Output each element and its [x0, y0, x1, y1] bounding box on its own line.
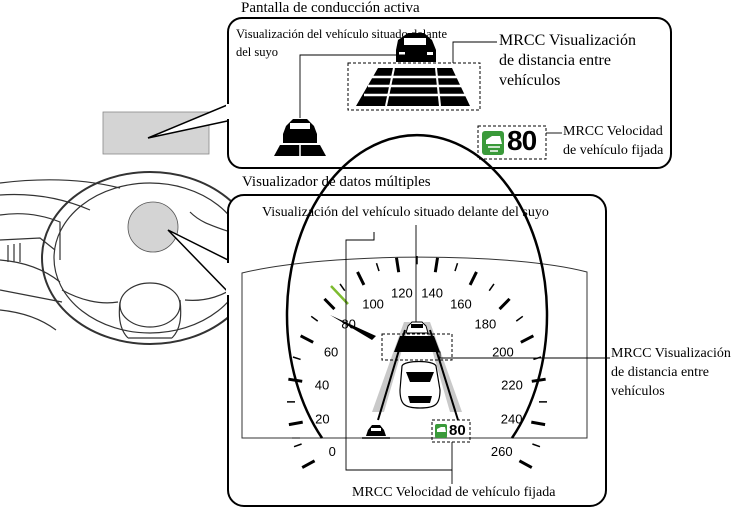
speed-needle	[330, 315, 376, 340]
gauge-tick-label: 140	[421, 286, 443, 301]
multi-info-display-panel	[167, 194, 607, 507]
gauge-major-tick	[288, 420, 303, 427]
top-distance-label-line1: MRCC Visualización	[499, 32, 636, 49]
gauge-minor-tick	[488, 283, 495, 292]
gauge-tick-label: 20	[315, 412, 329, 427]
gauge-major-tick	[498, 297, 511, 311]
gauge-tick-label: 260	[491, 444, 513, 459]
bottom-small-vehicle-icon	[362, 425, 390, 439]
own-vehicle-icon	[399, 360, 441, 409]
top-panel-title: Pantalla de conducción activa	[241, 0, 420, 16]
gauge-tick-label: 40	[315, 377, 329, 392]
gauge-tick-label: 60	[324, 345, 338, 360]
gauge-minor-tick	[532, 443, 541, 448]
gauge-minor-tick	[292, 356, 301, 361]
bottom-lead-vehicle-label: Visualización del vehículo situado delan…	[262, 205, 549, 220]
bottom-set-speed-value: 80	[449, 422, 466, 439]
gauge-major-tick	[395, 257, 401, 273]
top-speed-label-line1: MRCC Velocidad	[563, 124, 663, 139]
top-distance-label-line2: de distancia entre	[499, 52, 611, 69]
gauge-major-tick	[323, 297, 336, 311]
bottom-distance-label-line2: de distancia entre	[611, 365, 709, 380]
steering-wheel-hub	[119, 282, 181, 328]
top-lead-vehicle-label-line1: Visualización del vehículo situado delan…	[236, 27, 447, 41]
bottom-distance-label-line3: vehículos	[611, 384, 665, 399]
gauge-minor-tick	[375, 262, 380, 272]
gauge-major-tick	[301, 459, 316, 469]
bottom-distance-bar	[394, 336, 440, 352]
dashboard-illustration	[0, 179, 231, 331]
gauge-major-tick	[356, 271, 366, 286]
top-lead-vehicle-near-icon	[274, 119, 326, 156]
bottom-panel-title: Visualizador de datos múltiples	[242, 174, 431, 190]
gauge-minor-tick	[339, 283, 346, 292]
top-distance-label-line3: vehículos	[499, 72, 561, 89]
gauge-major-tick	[468, 271, 478, 286]
gauge-tick-label: 0	[329, 444, 336, 459]
gauge-major-tick	[518, 459, 533, 469]
bottom-cruise-icon	[435, 424, 447, 438]
bottom-leader-lines	[345, 225, 610, 484]
bottom-lead-vehicle-icon	[405, 321, 429, 334]
gauge-major-tick	[299, 334, 314, 344]
hud-highlight	[102, 111, 210, 155]
bottom-distance-box	[381, 333, 453, 361]
gauge-minor-tick	[515, 315, 524, 322]
gauge-tick-label: 180	[474, 317, 496, 332]
steering-wheel-spokes	[61, 282, 241, 339]
instrument-cluster-highlight	[127, 201, 179, 253]
gauge-major-tick	[288, 377, 303, 383]
gauge-tick-label: 200	[492, 345, 514, 360]
gauge-tick-label: 160	[450, 296, 472, 311]
gauge-tick-label: 120	[391, 286, 413, 301]
gauge-major-tick	[520, 334, 535, 344]
top-set-speed-value: 80	[507, 125, 537, 156]
gauge-major-tick	[433, 257, 439, 273]
set-speed-marker	[330, 285, 349, 305]
gauge-major-tick	[531, 377, 546, 383]
gauge-minor-tick	[454, 262, 459, 272]
gauge-tick-label: 220	[501, 377, 523, 392]
gauge-minor-tick	[293, 443, 302, 448]
bottom-distance-label-line1: MRCC Visualización	[611, 346, 731, 361]
top-speed-label-line2: de vehículo fijada	[563, 143, 664, 158]
top-distance-bars	[347, 62, 481, 111]
top-set-speed-box	[477, 125, 547, 160]
bottom-speed-label: MRCC Velocidad de vehículo fijada	[352, 485, 556, 500]
gauge-tick-label: 100	[362, 296, 384, 311]
gauge-major-tick	[531, 420, 546, 427]
top-lead-vehicle-label-line2: del suyo	[236, 45, 279, 59]
top-leader-lines	[299, 41, 562, 134]
gauge-minor-tick	[310, 315, 319, 322]
gauge-tick-label: 240	[501, 412, 523, 427]
top-cruise-icon	[482, 131, 504, 155]
